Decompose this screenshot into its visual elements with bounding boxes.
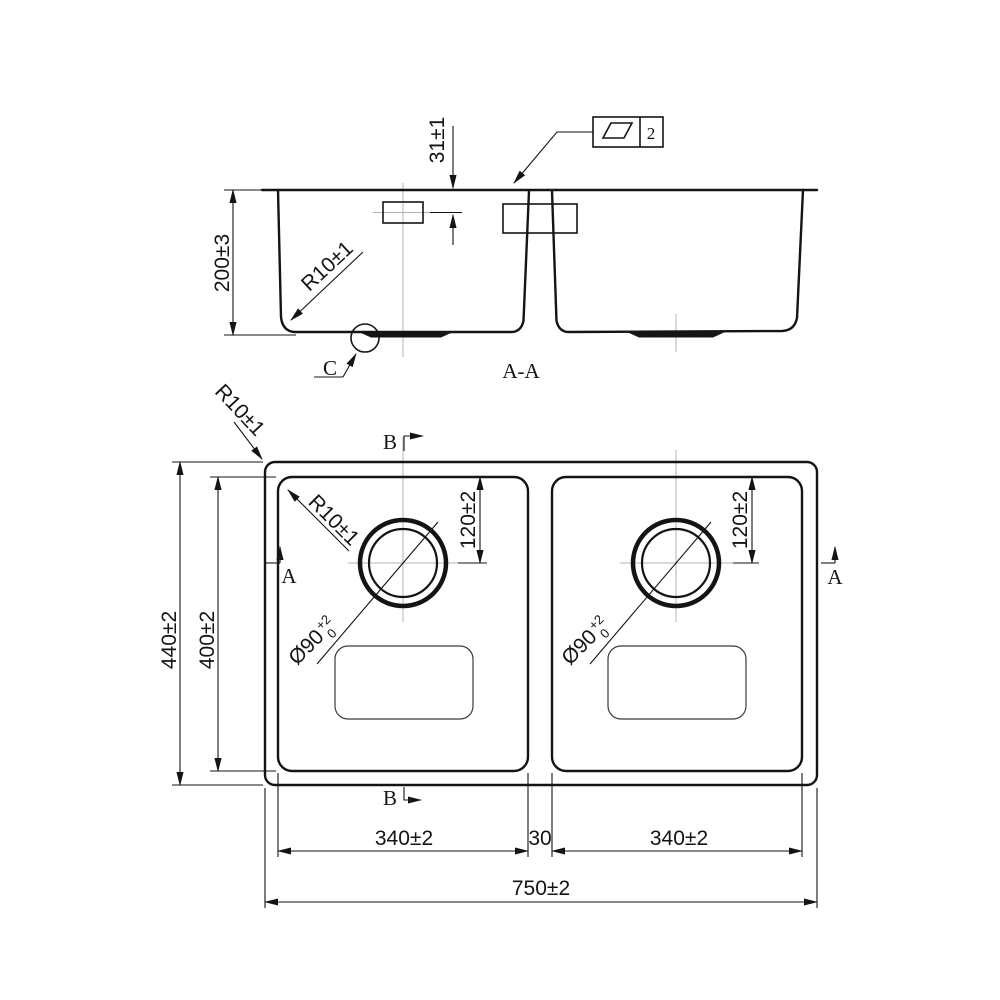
callout-frame <box>592 116 664 148</box>
dim-text-divider-width: 30 <box>528 827 551 850</box>
section-a-label-left: A <box>281 564 297 588</box>
leader-outer-corner-radius <box>233 421 263 460</box>
right-drain-inner-circle <box>640 527 712 599</box>
sink-outer-rect <box>263 460 819 787</box>
drain-boss-right <box>628 332 724 338</box>
left-drain-outer-circle <box>357 517 449 609</box>
right-drain-diameter-line <box>589 521 712 665</box>
leader-radius-section <box>290 251 364 321</box>
left-bowl-rect <box>276 475 530 773</box>
detail-c-label: C <box>323 356 337 380</box>
left-bowl-base-emboss <box>334 645 474 720</box>
clip-rectangle-left <box>382 201 424 224</box>
dim-text-clip-offset: 31±1 <box>426 117 449 164</box>
dim-text-drain-offset-right: 120±2 <box>729 491 752 549</box>
section-view-title: A-A <box>502 359 540 383</box>
plan-view: Ø90+20 Ø90+20 R10±1 R10±1 B B A A 440±2 … <box>158 380 843 908</box>
callout-value: 2 <box>647 124 656 143</box>
dim-text-depth: 200±3 <box>211 234 234 292</box>
dim-text-section-radius: R10±1 <box>297 237 358 296</box>
callout-leader <box>513 131 593 184</box>
detail-c-circle <box>350 323 380 353</box>
section-a-label-right: A <box>827 565 843 589</box>
right-bowl-profile <box>550 188 805 334</box>
detail-c-leader <box>342 352 357 378</box>
left-bowl-profile <box>276 188 531 334</box>
right-drain-outer-circle <box>630 517 722 609</box>
clip-rectangle-divider <box>502 203 578 234</box>
dim-text-drain-offset-left: 120±2 <box>457 491 480 549</box>
flatness-symbol-icon <box>601 122 634 139</box>
leader-bowl-corner-radius <box>287 489 350 552</box>
dim-text-bowl-corner-radius: R10±1 <box>304 490 364 550</box>
dim-text-overall-length: 750±2 <box>512 877 570 900</box>
left-drain-diameter-line <box>316 521 439 665</box>
section-view: 200±3 31±1 R10±1 C 2 A-A <box>211 116 819 383</box>
right-bowl-base-emboss <box>607 645 747 720</box>
left-drain-inner-circle <box>367 527 439 599</box>
section-b-marker-bottom <box>403 787 423 804</box>
right-bowl-rect <box>550 475 804 773</box>
dim-text-outer-corner-radius: R10±1 <box>210 380 269 441</box>
section-b-label-top: B <box>383 430 397 454</box>
flatness-callout: 2 <box>513 116 664 184</box>
dim-text-overall-width: 440±2 <box>158 611 181 669</box>
dim-text-bowl-front-back: 400±2 <box>196 611 219 669</box>
dim-text-bowl-length-right: 340±2 <box>650 827 708 850</box>
section-b-label-bottom: B <box>383 786 397 810</box>
drain-boss-left <box>360 332 452 338</box>
dim-text-bowl-length-left: 340±2 <box>375 827 433 850</box>
section-b-marker-top <box>403 432 425 451</box>
